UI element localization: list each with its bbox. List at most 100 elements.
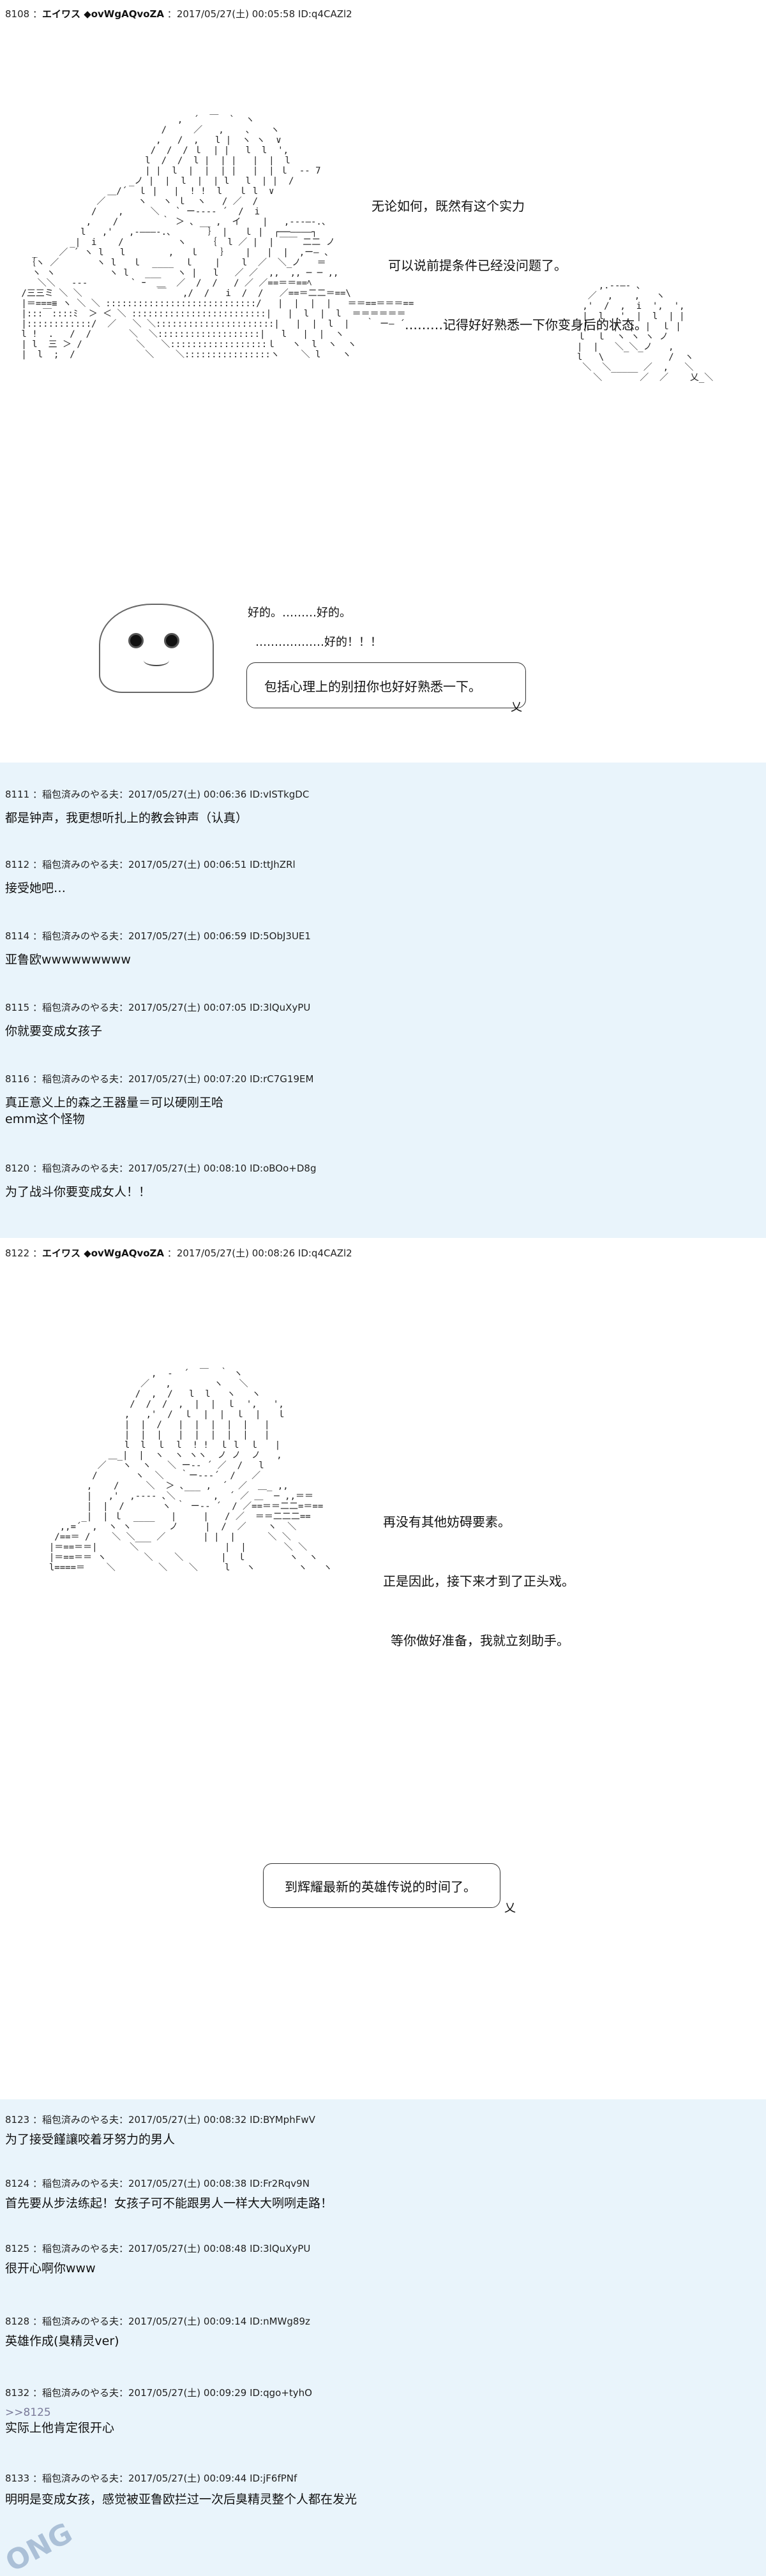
poster-id[interactable]: ID:q4CAZl2: [297, 8, 352, 20]
post-body: 为了接受饉讓咬着牙努力的男人: [5, 2133, 176, 2147]
post-body: 亚鲁欧wwwwwwwww: [5, 953, 131, 967]
reply-block-1: 8111 ：稲包済みのやる夫：2017/05/27(土) 00:06:36 ID…: [0, 763, 766, 1238]
speech-bubble: [246, 662, 526, 708]
post-8125: 8125 ：稲包済みのやる夫：2017/05/27(土) 00:08:48 ID…: [5, 2242, 310, 2277]
post-8115: 8115 ：稲包済みのやる夫：2017/05/27(土) 00:07:05 ID…: [5, 1001, 310, 1039]
poster-name: エイワス ◆ovWgAQvoZA: [41, 8, 165, 20]
poster-name: 稲包済みのやる夫: [41, 789, 119, 800]
post-8112: 8112 ：稲包済みのやる夫：2017/05/27(土) 00:06:51 ID…: [5, 858, 296, 897]
post-header: 8125 ：稲包済みのやる夫：2017/05/27(土) 00:08:48 ID…: [5, 2243, 311, 2254]
watermark-logo: ONG: [0, 2506, 77, 2576]
poster-name: 稲包済みのやる夫: [41, 1073, 119, 1085]
ascii-art-character: , - ´ ￣ ｀ ヽ ／ , ヽ ＼ / , / l l ヽ ヽ / / / …: [49, 1369, 333, 1573]
reply-block-2: 8123 ：稲包済みのやる夫：2017/05/27(土) 00:08:32 ID…: [0, 2099, 766, 2576]
post-header: 8132 ：稲包済みのやる夫：2017/05/27(土) 00:09:29 ID…: [5, 2387, 312, 2399]
poster-id[interactable]: ID:ttJhZRl: [250, 859, 296, 870]
post-date: 2017/05/27(土) 00:06:51: [128, 859, 247, 870]
post-number[interactable]: 8115: [5, 1002, 30, 1013]
post-number[interactable]: 8122: [5, 1247, 30, 1259]
mouth-icon: [144, 655, 169, 666]
post-header: 8114 ：稲包済みのやる夫：2017/05/27(土) 00:06:59 ID…: [5, 930, 311, 942]
post-number[interactable]: 8124: [5, 2178, 30, 2189]
post-date: 2017/05/27(土) 00:08:26: [176, 1247, 296, 1259]
post-header: 8123 ：稲包済みのやる夫：2017/05/27(土) 00:08:32 ID…: [5, 2114, 315, 2126]
post-8124: 8124 ：稲包済みのやる夫：2017/05/27(土) 00:08:38 ID…: [5, 2177, 333, 2212]
blob-character: [93, 600, 220, 696]
post-8128: 8128 ：稲包済みのやる夫：2017/05/27(土) 00:09:14 ID…: [5, 2315, 310, 2349]
post-header: 8116 ：稲包済みのやる夫：2017/05/27(土) 00:07:20 ID…: [5, 1073, 314, 1085]
poster-id[interactable]: ID:q4CAZl2: [297, 1247, 352, 1259]
post-number[interactable]: 8123: [5, 2114, 30, 2126]
poster-name: 稲包済みのやる夫: [41, 1002, 119, 1013]
post-number[interactable]: 8133: [5, 2473, 30, 2484]
speech-line: ………记得好好熟悉一下你变身后的状态。: [405, 317, 647, 332]
speech-line: 无论如何，既然有这个实力: [372, 198, 525, 214]
post-date: 2017/05/27(土) 00:05:58: [176, 8, 296, 20]
poster-id[interactable]: ID:3lQuXyPU: [250, 2243, 311, 2254]
post-header: 8133 ：稲包済みのやる夫：2017/05/27(土) 00:09:44 ID…: [5, 2473, 297, 2484]
post-8116: 8116 ：稲包済みのやる夫：2017/05/27(土) 00:07:20 ID…: [5, 1073, 313, 1128]
post-number[interactable]: 8116: [5, 1073, 30, 1085]
post-date: 2017/05/27(土) 00:07:05: [128, 1002, 247, 1013]
post-body: 都是钟声，我更想听扎上的教会钟声（认真）: [5, 811, 248, 825]
post-header: 8111 ：稲包済みのやる夫：2017/05/27(土) 00:06:36 ID…: [5, 789, 310, 800]
poster-id[interactable]: ID:oBOo+D8g: [250, 1163, 317, 1174]
post-date: 2017/05/27(土) 00:09:29: [128, 2387, 247, 2399]
post-date: 2017/05/27(土) 00:08:38: [128, 2178, 247, 2189]
poster-id[interactable]: ID:BYMphFwV: [250, 2114, 315, 2126]
speech-line: 等你做好准备，我就立刻助手。: [391, 1633, 569, 1648]
poster-name: 稲包済みのやる夫: [41, 2243, 119, 2254]
blob-body: [99, 604, 214, 693]
poster-id[interactable]: ID:Fr2Rqv9N: [250, 2178, 310, 2189]
post-body: 英雄作成(臭精灵ver): [5, 2334, 119, 2348]
speech-line: 再没有其他妨碍要素。: [383, 1514, 511, 1530]
poster-name: 稲包済みのやる夫: [41, 930, 119, 942]
poster-name: 稲包済みのやる夫: [41, 2114, 119, 2126]
post-date: 2017/05/27(土) 00:09:44: [128, 2473, 247, 2484]
poster-id[interactable]: ID:jF6fPNf: [250, 2473, 297, 2484]
post-8133: 8133 ：稲包済みのやる夫：2017/05/27(土) 00:09:44 ID…: [5, 2472, 357, 2508]
poster-id[interactable]: ID:qgo+tyhO: [250, 2387, 312, 2399]
post-number[interactable]: 8114: [5, 930, 30, 942]
post-body: 明明是变成女孩，感觉被亚鲁欧拦过一次后臭精灵整个人都在发光: [5, 2492, 357, 2506]
post-number[interactable]: 8112: [5, 859, 30, 870]
post-date: 2017/05/27(土) 00:08:48: [128, 2243, 247, 2254]
post-body: 接受她吧…: [5, 881, 66, 895]
right-eye-icon: [164, 633, 179, 648]
poster-name: 稲包済みのやる夫: [41, 1163, 119, 1174]
post-body: 你就要变成女孩子: [5, 1024, 103, 1038]
post-number[interactable]: 8125: [5, 2243, 30, 2254]
poster-id[interactable]: ID:5ObJ3UE1: [250, 930, 311, 942]
watermark-text: ONG: [0, 2517, 78, 2576]
poster-name: 稲包済みのやる夫: [41, 2387, 119, 2399]
post-number[interactable]: 8128: [5, 2316, 30, 2327]
post-header: 8112 ：稲包済みのやる夫：2017/05/27(土) 00:06:51 ID…: [5, 859, 296, 870]
post-body: 首先要从步法练起！女孩子可不能跟男人一样大大咧咧走路！: [5, 2196, 333, 2210]
character-speech: 无论如何，既然有这个实力 可以说前提条件已经没问题了。 ………记得好好熟悉一下你…: [372, 157, 647, 375]
post-8111: 8111 ：稲包済みのやる夫：2017/05/27(土) 00:06:36 ID…: [5, 788, 309, 826]
post-date: 2017/05/27(土) 00:08:10: [128, 1163, 247, 1174]
speech-line: 可以说前提条件已经没问题了。: [388, 258, 567, 273]
poster-id[interactable]: ID:rC7G19EM: [250, 1073, 314, 1085]
post-number[interactable]: 8111: [5, 789, 30, 800]
small-speech-2: ………………好的！！！: [255, 636, 382, 649]
post-number[interactable]: 8108: [5, 8, 30, 20]
ascii-art-character: , ´ ￣ ` ヽ / ／ , 、 ヽ , / , l | ヽ ヽ ∨ / / …: [21, 115, 414, 360]
poster-id[interactable]: ID:nMWg89z: [250, 2316, 310, 2327]
post-number[interactable]: 8120: [5, 1163, 30, 1174]
speech-line: 正是因此，接下来才到了正头戏。: [383, 1574, 574, 1589]
post-date: 2017/05/27(土) 00:07:20: [128, 1073, 247, 1085]
post-8114: 8114 ：稲包済みのやる夫：2017/05/27(土) 00:06:59 ID…: [5, 930, 311, 968]
post-number[interactable]: 8132: [5, 2387, 30, 2399]
quote-link[interactable]: >>8125: [5, 2406, 51, 2419]
post-header: 8120 ：稲包済みのやる夫：2017/05/27(土) 00:08:10 ID…: [5, 1163, 317, 1174]
post-body: 真正意义上的森之王器量＝可以硬刚王哈 emm这个怪物: [5, 1096, 224, 1126]
poster-id[interactable]: ID:3lQuXyPU: [250, 1002, 311, 1013]
poster-name: 稲包済みのやる夫: [41, 2473, 119, 2484]
post-body: 实际上他肯定很开心: [5, 2421, 115, 2435]
poster-id[interactable]: ID:vISTkgDC: [250, 789, 310, 800]
post-8122: 8122 ：エイワス ◆ovWgAQvoZA ：2017/05/27(土) 00…: [0, 1238, 766, 2099]
post-header: 8128 ：稲包済みのやる夫：2017/05/27(土) 00:09:14 ID…: [5, 2316, 310, 2327]
post-body: 为了战斗你要变成女人！！: [5, 1185, 151, 1199]
post-header: 8124 ：稲包済みのやる夫：2017/05/27(土) 00:08:38 ID…: [5, 2178, 310, 2189]
